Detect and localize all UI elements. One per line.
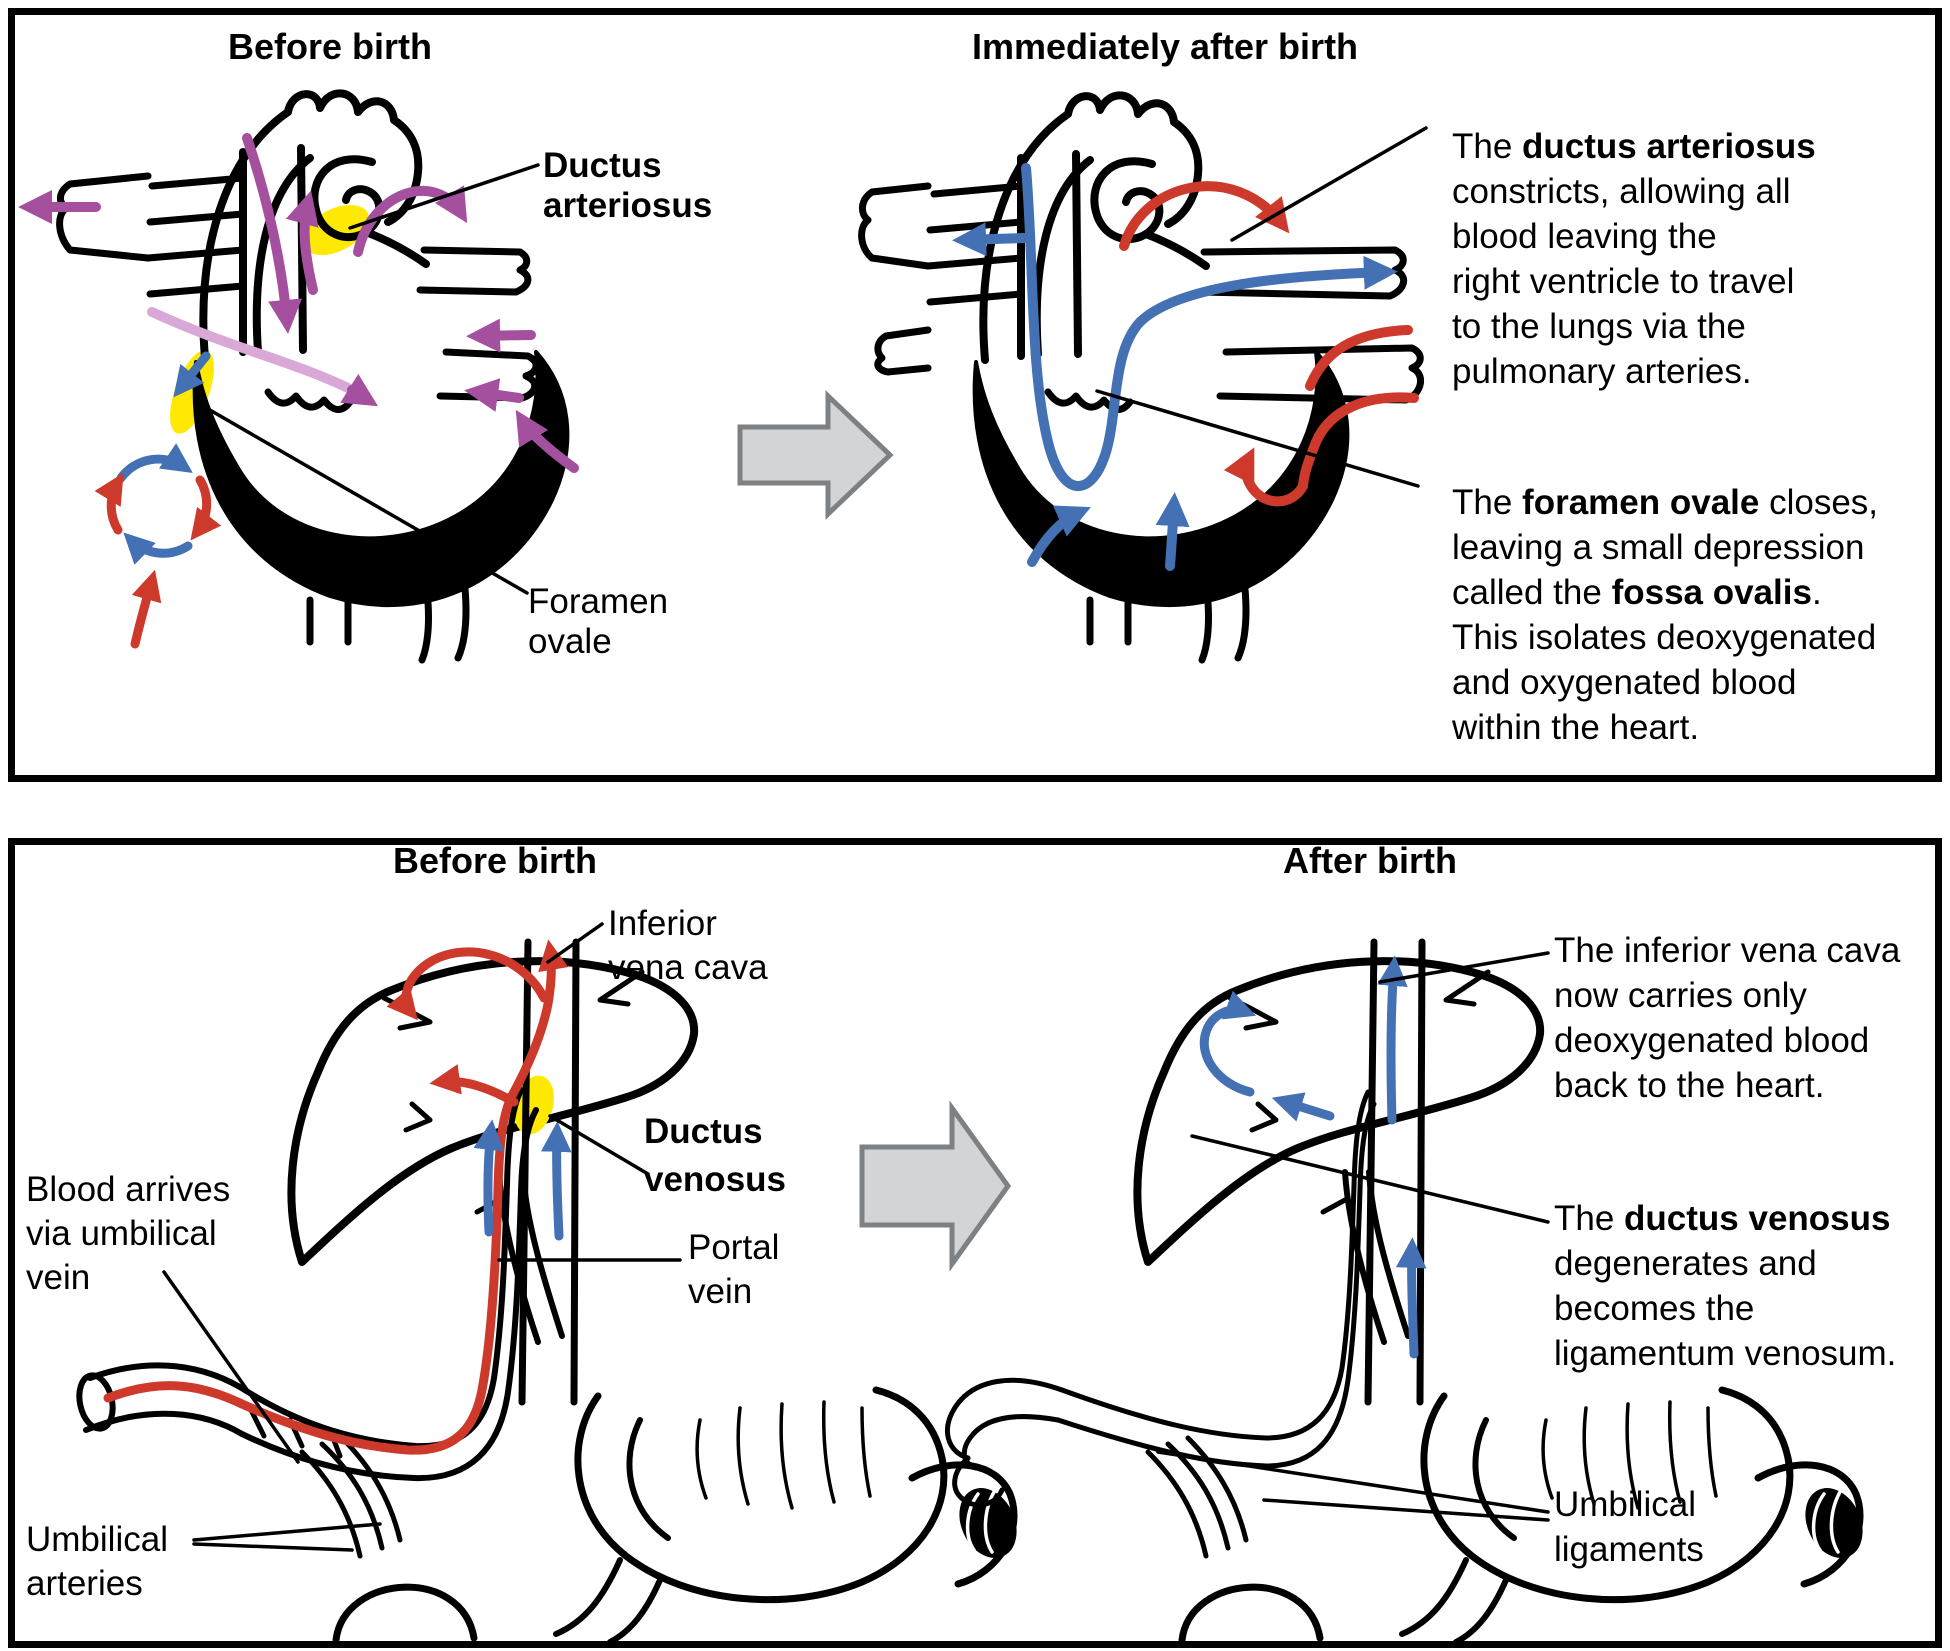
blood-arrives-label: Blood arrives via umbilical vein (26, 1170, 231, 1297)
ductus-arteriosus-leader (348, 163, 540, 230)
transition-arrow-top (737, 390, 894, 520)
heart-after-birth-drawing (858, 91, 1428, 664)
transition-arrow-bottom (859, 1100, 1012, 1272)
ductus-venosus-text: The ductus venosus degenerates and becom… (1554, 1199, 1897, 1373)
heart-before-birth-drawing (18, 89, 579, 664)
umbilical-arteries-label: Umbilical arteries (26, 1520, 168, 1603)
ivc-text: The inferior vena cava now carries only … (1554, 931, 1901, 1105)
bottom-left-title: Before birth (392, 840, 597, 881)
umbilical-ligaments-label: Umbilical ligaments (1554, 1485, 1704, 1569)
ductus-venosus-leader (548, 1114, 650, 1176)
bottom-right-title: After birth (1283, 840, 1457, 881)
foramen-ovale-leader (194, 400, 529, 595)
umbilical-ligaments-leader (1156, 1450, 1550, 1522)
ivc-text-leader (1378, 951, 1550, 984)
ductus-venosus-text-leader (1190, 1134, 1550, 1224)
umbilical-vein-leader (162, 1270, 300, 1464)
ductus-venosus-label: Ductus venosus (644, 1112, 786, 1199)
top-right-title: Immediately after birth (971, 26, 1359, 67)
ductus-text-leader (1230, 126, 1428, 242)
umbilical-arteries-leader (192, 1522, 382, 1552)
ductus-arteriosus-label: Ductus arteriosus (543, 146, 713, 225)
top-left-title: Before birth (227, 26, 432, 67)
liver-after-birth-drawing (945, 938, 1864, 1645)
liver-outline (287, 957, 699, 1266)
portal-vein-label: Portal vein (688, 1228, 780, 1311)
foramen-text-leader (1095, 389, 1420, 488)
inferior-vena-cava-leader (546, 922, 604, 964)
liver-outline-after (1133, 957, 1545, 1266)
ductus-arteriosus-text: The ductus arteriosus constricts, allowi… (1452, 127, 1816, 391)
liver-before-birth-drawing (76, 922, 1018, 1645)
foramen-ovale-text: The foramen ovale closes, leaving a smal… (1452, 483, 1879, 747)
inferior-vena-cava-label: Inferior vena cava (608, 904, 768, 987)
foramen-ovale-label: Foramen ovale (528, 582, 669, 661)
